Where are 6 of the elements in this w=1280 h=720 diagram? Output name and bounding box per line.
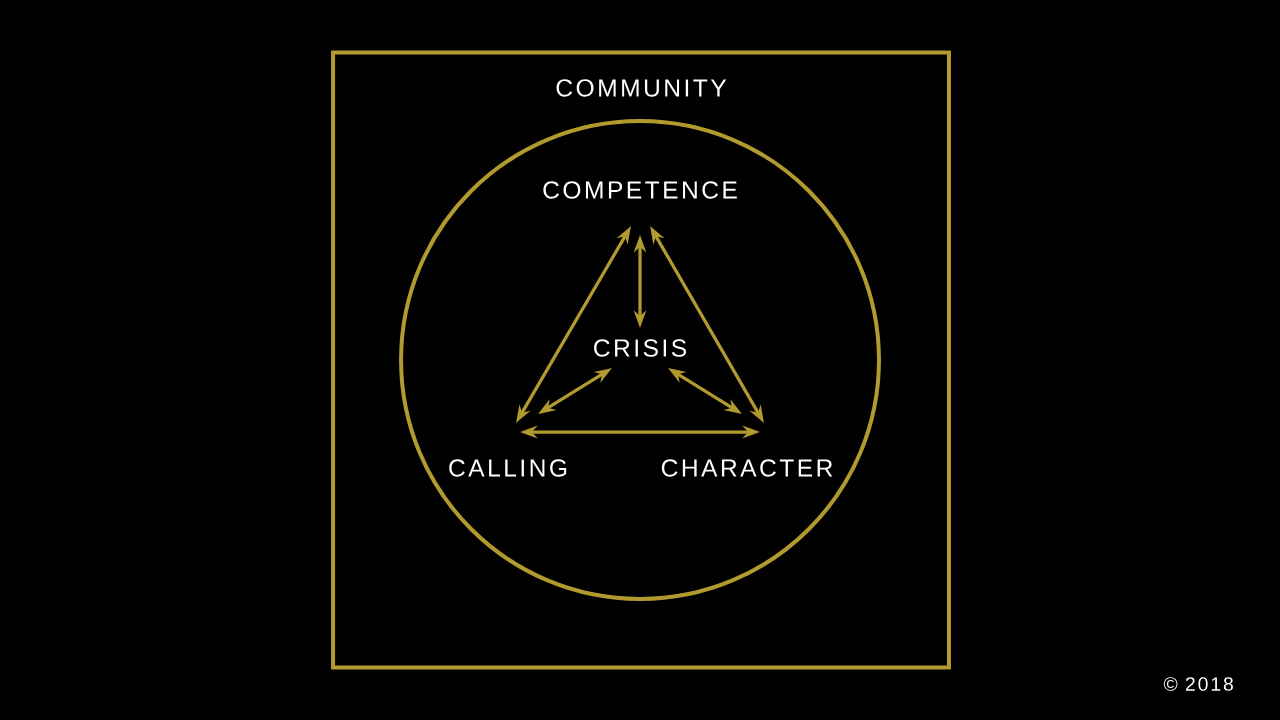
copyright-notice: © 2018 [1163,677,1233,691]
circle-outline [399,119,881,601]
concept-label: CALLING [449,459,567,477]
concept-label: CHARACTER [661,459,833,477]
concept-label: COMPETENCE [543,181,737,199]
concept-label: CRISIS [594,339,687,357]
